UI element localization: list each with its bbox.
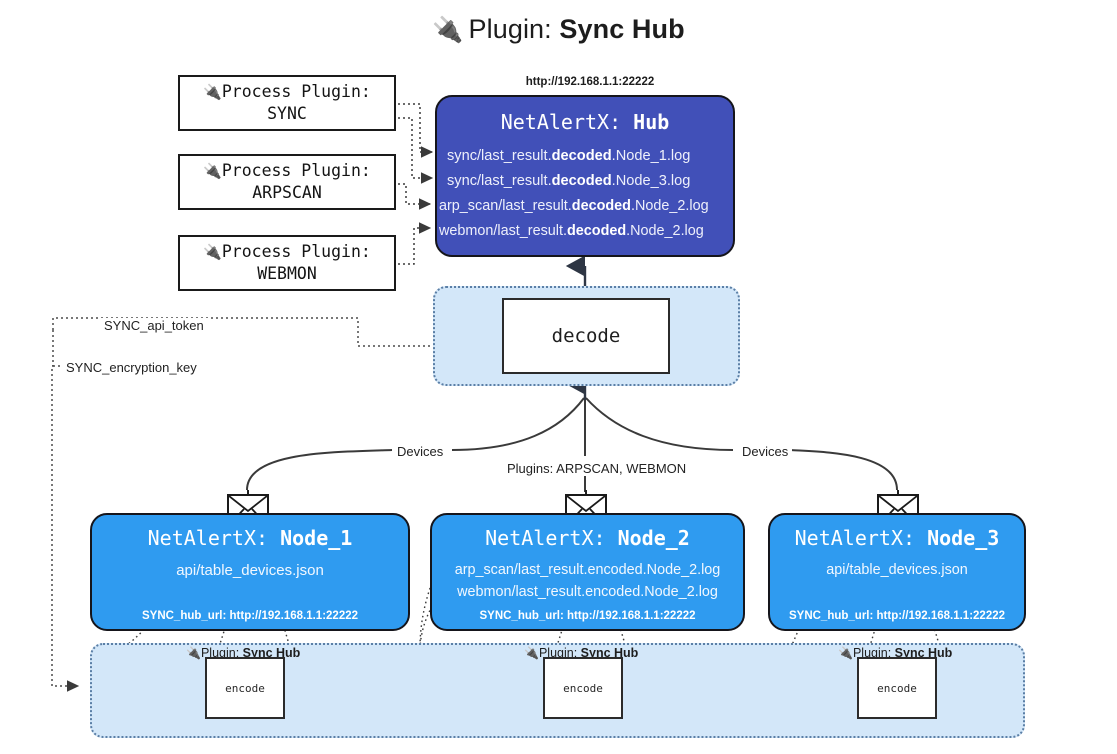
encode-box-3[interactable]: encode [857,657,937,719]
hub-log-row: sync/last_result.decoded.Node_3.log [437,169,733,194]
node-2-footer: SYNC_hub_url: http://192.168.1.1:22222 [479,610,696,622]
process-plugin-arpscan-line2: ARPSCAN [252,183,322,203]
node-3-title-prefix: NetAlertX: [794,526,928,550]
hub-url-label: http://192.168.1.1:22222 [525,76,655,88]
encode-label-name: Sync Hub [580,646,639,660]
hub-log-mid: decoded [566,222,627,239]
hub-title-prefix: NetAlertX: [500,110,634,134]
node-1-title-name: Node_1 [280,526,353,550]
hub-log-mid: decoded [551,173,612,190]
node-3-lines: api/table_devices.json [770,559,1024,581]
encode-label-name: Sync Hub [894,646,953,660]
node-3-title-name: Node_3 [927,526,1000,550]
hub-title: NetAlertX: Hub [437,110,733,134]
hub-log-post: .Node_1.log [611,148,691,164]
encode-plugin-label-1: 🔌Plugin: Sync Hub [186,646,300,660]
hub-log-post: .Node_3.log [611,173,691,190]
hub-title-name: Hub [633,110,670,134]
encode-box-2[interactable]: encode [543,657,623,719]
process-plugin-webmon-line2: WEBMON [257,264,317,284]
hub-log-post: .Node_2.log [626,222,704,239]
decode-box[interactable]: decode [502,298,670,374]
process-plugin-sync[interactable]: 🔌Process Plugin: SYNC [178,75,396,131]
edge-label-encryption-key: SYNC_encryption_key [62,360,201,375]
process-plugin-webmon-line1: Process Plugin: [221,242,371,262]
hub-log-list: sync/last_result.decoded.Node_1.log sync… [437,144,733,244]
node-1-line: api/table_devices.json [176,562,324,579]
node-1-lines: api/table_devices.json [92,559,408,582]
node-2-lines: arp_scan/last_result.encoded.Node_2.log … [432,559,743,604]
node-3-line: api/table_devices.json [826,562,968,578]
node-3-footer: SYNC_hub_url: http://192.168.1.1:22222 [788,610,1006,622]
hub-log-pre: sync/last_result. [447,148,552,164]
process-plugin-webmon[interactable]: 🔌Process Plugin: WEBMON [178,235,396,291]
hub-log-pre: sync/last_result. [447,173,552,190]
node-2-line: webmon/last_result.encoded.Node_2.log [457,584,718,601]
node-card-node-1[interactable]: NetAlertX: Node_1 api/table_devices.json… [90,513,410,631]
plug-icon: 🔌 [203,162,222,181]
node-card-node-2[interactable]: NetAlertX: Node_2 arp_scan/last_result.e… [430,513,745,631]
node-1-footer: SYNC_hub_url: http://192.168.1.1:22222 [141,610,359,622]
plug-icon: 🔌 [524,646,539,660]
node-2-line: arp_scan/last_result.encoded.Node_2.log [454,562,721,578]
hub-log-row: arp_scan/last_result.decoded.Node_2.log [437,194,733,219]
edge-label-api-token: SYNC_api_token [100,318,208,333]
plug-icon: 🔌 [186,646,201,660]
node-2-title-name: Node_2 [617,526,690,550]
hub-log-pre: arp_scan/last_result. [439,198,572,215]
hub-card[interactable]: NetAlertX: Hub sync/last_result.decoded.… [435,95,735,257]
process-plugin-sync-line1: Process Plugin: [221,82,371,102]
encode-label-name: Sync Hub [242,646,301,660]
hub-log-mid: decoded [571,198,631,215]
hub-log-mid: decoded [551,148,612,164]
plug-icon: 🔌 [838,646,853,660]
node-1-title: NetAlertX: Node_1 [92,526,408,550]
hub-log-pre: webmon/last_result. [439,222,567,239]
hub-log-row: webmon/last_result.decoded.Node_2.log [437,219,733,244]
encode-plugin-label-2: 🔌Plugin: Sync Hub [524,646,638,660]
encode-label-prefix: Plugin: [538,646,581,660]
plug-icon: 🔌 [203,243,222,262]
page-title-prefix: Plugin: [468,14,560,44]
process-plugin-arpscan[interactable]: 🔌Process Plugin: ARPSCAN [178,154,396,210]
plug-icon: 🔌 [203,83,222,102]
page-title: 🔌Plugin: Sync Hub [0,14,1117,45]
node-2-title: NetAlertX: Node_2 [432,526,743,550]
hub-log-row: sync/last_result.decoded.Node_1.log [437,144,733,169]
node-1-title-prefix: NetAlertX: [147,526,281,550]
encode-label-prefix: Plugin: [200,646,243,660]
process-plugin-sync-line2: SYNC [267,104,307,124]
process-plugin-arpscan-line1: Process Plugin: [221,161,371,181]
edge-label-plugins: Plugins: ARPSCAN, WEBMON [503,461,691,476]
page-title-name: Sync Hub [559,14,685,44]
plug-icon: 🔌 [432,16,464,44]
node-card-node-3[interactable]: NetAlertX: Node_3 api/table_devices.json… [768,513,1026,631]
plugin-to-hub-connectors [398,103,434,265]
encode-label-prefix: Plugin: [852,646,895,660]
hub-log-post: .Node_2.log [630,198,709,215]
edge-label-devices-left: Devices [393,444,448,459]
encode-plugin-label-3: 🔌Plugin: Sync Hub [838,646,952,660]
encode-box-1[interactable]: encode [205,657,285,719]
node-3-title: NetAlertX: Node_3 [770,526,1024,550]
edge-label-devices-right: Devices [738,444,793,459]
node-2-title-prefix: NetAlertX: [485,526,618,550]
